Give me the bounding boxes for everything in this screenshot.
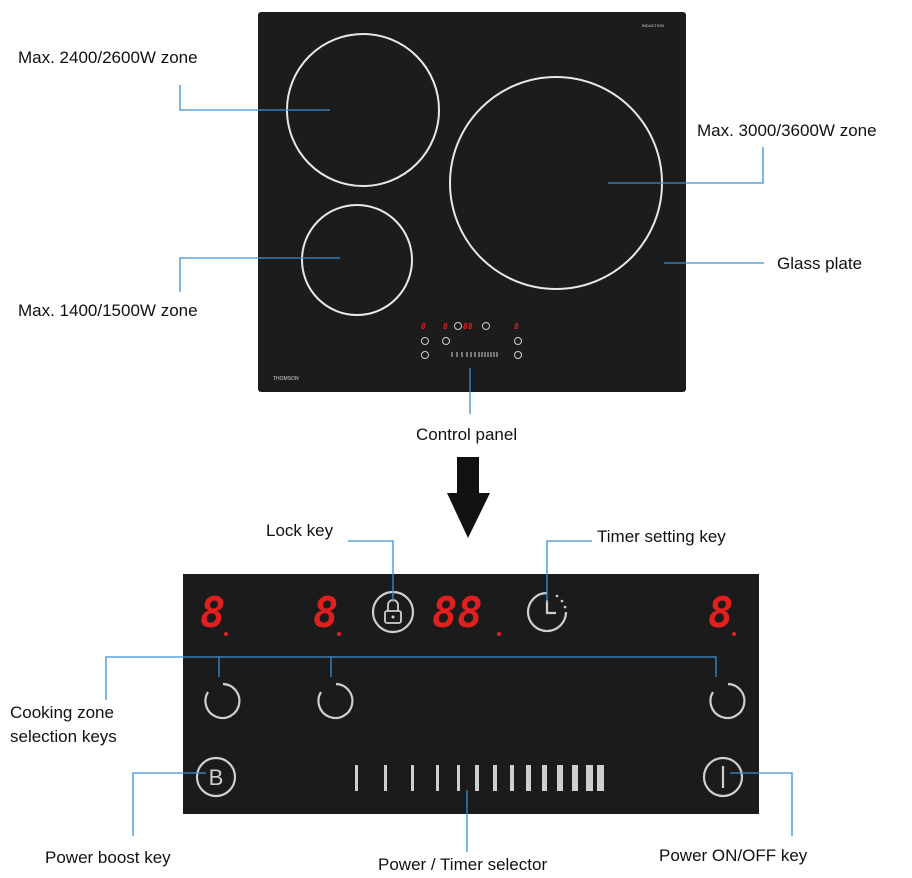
display-zone-right: 8 xyxy=(708,588,733,637)
timer-icon[interactable] xyxy=(526,591,568,633)
glass-plate xyxy=(258,12,686,392)
label-timer-key: Timer setting key xyxy=(597,527,726,546)
model-tag: INDUCTION xyxy=(642,23,664,28)
control-panel-detail xyxy=(183,574,759,814)
label-control-panel: Control panel xyxy=(416,425,518,444)
label-lock-key: Lock key xyxy=(266,521,334,540)
zone-select-icon[interactable] xyxy=(204,682,746,720)
label-zone-small-top: Max. 2400/2600W zone xyxy=(18,48,198,67)
callout-lines-bottom xyxy=(105,540,793,852)
svg-text:8: 8 xyxy=(421,322,426,331)
label-cooking-zone-keys-1: Cooking zone xyxy=(10,703,114,722)
display-zone-middle: 8 xyxy=(313,588,338,637)
brand-logo: THOMSON xyxy=(273,376,299,382)
svg-text:B: B xyxy=(209,765,224,790)
label-power-onoff-key: Power ON/OFF key xyxy=(659,846,808,865)
power-icon[interactable] xyxy=(702,756,744,798)
label-cooking-zone-keys-2: selection keys xyxy=(10,727,117,746)
label-glass-plate: Glass plate xyxy=(777,254,863,273)
label-zone-small-bottom: Max. 1400/1500W zone xyxy=(18,301,198,320)
display-zone-left: 8 xyxy=(200,588,225,637)
display-timer: 88 xyxy=(432,588,483,637)
power-timer-slider[interactable] xyxy=(355,765,604,791)
zone-ring-bottom-left xyxy=(301,204,413,316)
mini-control-panel: 8 8 88 8 xyxy=(421,322,522,359)
label-power-timer-selector: Power / Timer selector xyxy=(378,855,548,874)
label-power-boost-key: Power boost key xyxy=(45,848,171,867)
boost-icon[interactable]: B xyxy=(195,756,237,798)
svg-text:88: 88 xyxy=(463,322,473,331)
svg-text:8: 8 xyxy=(514,322,519,331)
down-arrow-icon xyxy=(447,457,490,538)
label-zone-large: Max. 3000/3600W zone xyxy=(697,121,877,140)
callout-lines-top xyxy=(179,85,764,414)
svg-text:8: 8 xyxy=(443,322,448,331)
